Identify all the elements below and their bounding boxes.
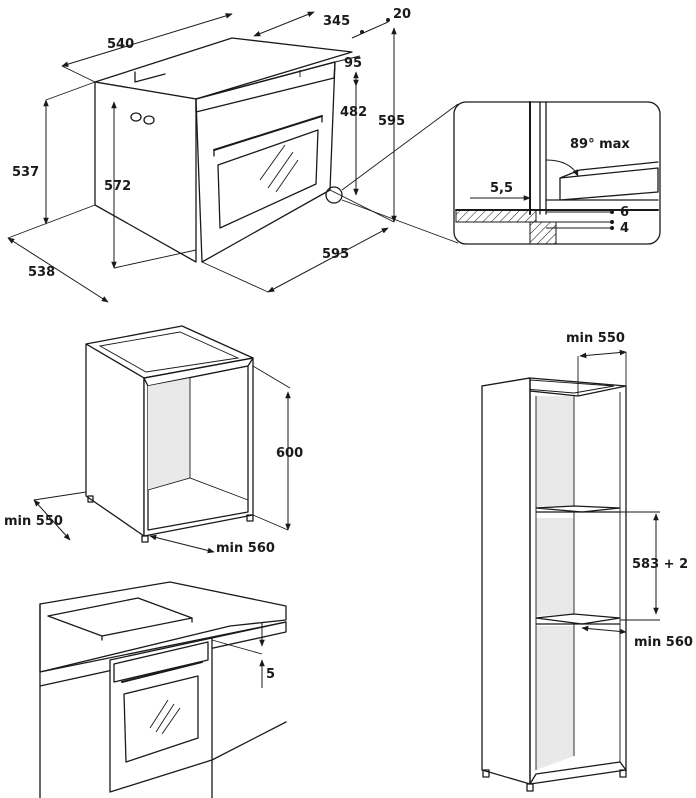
callout-thickness-a: 6 [620,205,629,220]
callout-gap: 5,5 [490,181,513,196]
callout-angle: 89° max [570,137,630,152]
worktop-installation [39,581,287,798]
callout-thickness-b: 4 [620,221,629,236]
dim-top-width: 540 [107,37,134,52]
oven-control-strip [195,61,336,113]
dim-side-height: 537 [12,165,39,180]
worktop-clearance-label: 5 [266,667,275,682]
oven-vent-2 [143,115,155,125]
oven-side [94,81,197,263]
column-width-label: min 560 [634,635,693,650]
oven-drawing [7,11,459,303]
callout-frame [453,101,661,245]
column-opening-label: 583 + 2 [632,557,688,572]
oven-top-step [134,71,166,83]
cabinet-side [85,343,145,537]
oven-vent-1 [130,112,142,122]
callout-door [559,167,659,201]
detail-circle [325,186,343,204]
cabinet-height-label: 600 [276,446,303,461]
dim-top-depth: 345 [323,14,350,29]
dim-panel-height: 95 [344,56,362,71]
dim-body-height: 572 [104,179,131,194]
detail-callout [453,101,661,245]
dim-front-offset: 20 [393,7,411,22]
tall-column [481,349,660,792]
dim-front-height: 595 [378,114,405,129]
dim-body-depth: 538 [28,265,55,280]
column-shelf-top [535,505,621,513]
oven-window [217,129,319,229]
column-shelf-bottom [535,613,621,625]
cabinet-width-label: min 560 [216,541,275,556]
cabinet-depth-label: min 550 [4,514,63,529]
under-counter-cabinet [33,325,291,554]
dim-front-width: 595 [322,247,349,262]
oven-handle [213,115,323,151]
column-depth-label: min 550 [566,331,625,346]
column-side [481,377,531,785]
dim-front-inner-height: 482 [340,105,367,120]
